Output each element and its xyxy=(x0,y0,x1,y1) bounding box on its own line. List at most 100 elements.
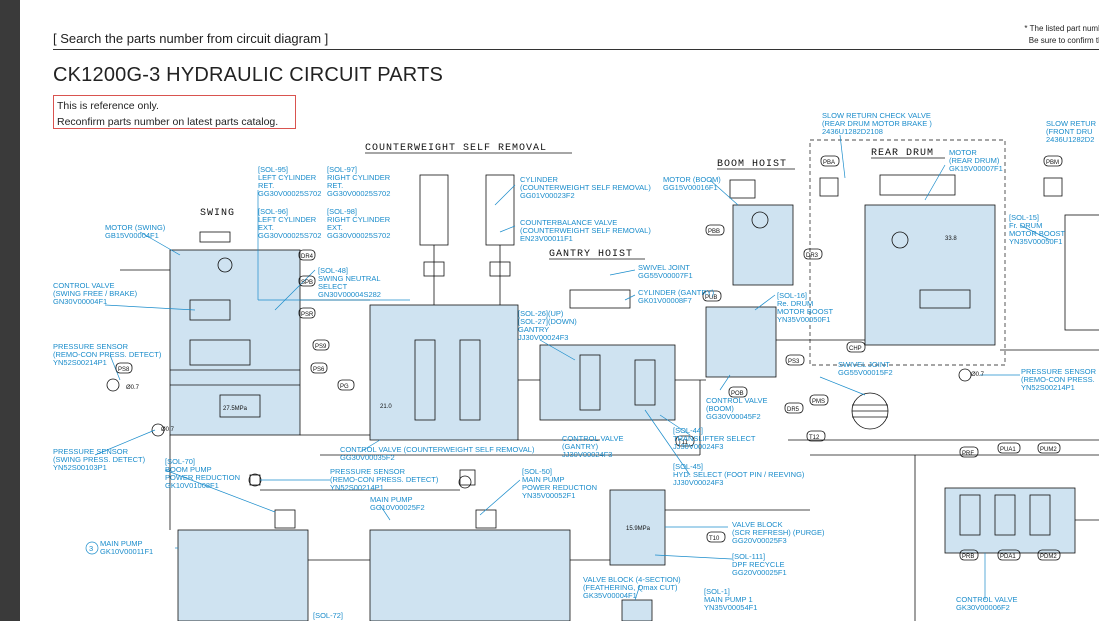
svg-text:PRESSURE SENSOR(REMO-CON PRESS: PRESSURE SENSOR(REMO-CON PRESS.YN52S0021… xyxy=(1021,367,1097,392)
rear-drum-block xyxy=(864,204,996,346)
svg-text:PDM2: PDM2 xyxy=(1040,554,1057,560)
svg-text:SLOW RETURN CHECK VALVE(REAR D: SLOW RETURN CHECK VALVE(REAR DRUM MOTOR … xyxy=(822,111,932,136)
svg-text:33.8: 33.8 xyxy=(945,236,957,242)
section-gantry-hoist: GANTRY HOIST xyxy=(549,249,633,260)
right-cylinder xyxy=(485,174,515,246)
svg-text:PUM2: PUM2 xyxy=(1040,447,1057,453)
svg-text:27.5MPa: 27.5MPa xyxy=(223,406,248,412)
svg-text:[SOL-72]: [SOL-72] xyxy=(313,611,343,620)
svg-text:DR5: DR5 xyxy=(787,407,800,413)
boom-control-block xyxy=(705,306,777,378)
callout-labels: MOTOR (SWING)GB15V00004F1 CONTROL VALVE(… xyxy=(53,111,1097,620)
gantry-control-block xyxy=(539,344,676,421)
svg-text:MOTOR (SWING)GB15V00004F1: MOTOR (SWING)GB15V00004F1 xyxy=(105,223,166,240)
svg-text:T12: T12 xyxy=(809,435,820,441)
svg-text:15.9MPa: 15.9MPa xyxy=(626,526,651,532)
svg-text:21.0: 21.0 xyxy=(380,404,392,410)
svg-text:T11: T11 xyxy=(678,440,689,446)
svg-text:PS6: PS6 xyxy=(313,367,325,373)
header-divider xyxy=(53,49,1099,50)
hydraulic-circuit-diagram: SWING COUNTERWEIGHT SELF REMOVAL BOOM HO… xyxy=(53,111,1099,621)
svg-text:DR3: DR3 xyxy=(806,253,819,259)
svg-text:MOTOR(REAR DRUM)GK15V00007F1: MOTOR(REAR DRUM)GK15V00007F1 xyxy=(949,148,1003,173)
svg-text:POB: POB xyxy=(731,391,744,397)
diagram-page: [ Search the parts number from circuit d… xyxy=(20,0,1099,621)
svg-text:SPB: SPB xyxy=(301,280,313,286)
port-tags: DR4 SPB PSR PS9 PS6 PS8 PG PBB PUB POB D… xyxy=(115,155,1063,561)
svg-text:PS9: PS9 xyxy=(315,344,327,350)
right-control-valve-block xyxy=(944,487,1076,554)
svg-text:[SOL-45]HYD. SELECT (FOOT PIN: [SOL-45]HYD. SELECT (FOOT PIN / REEVING)… xyxy=(673,462,805,487)
svg-text:PRESSURE SENSOR(REMO-CON PRESS: PRESSURE SENSOR(REMO-CON PRESS. DETECT)Y… xyxy=(53,342,162,367)
svg-text:3: 3 xyxy=(89,544,93,553)
section-swing: SWING xyxy=(200,208,235,219)
svg-text:PMS: PMS xyxy=(812,399,825,405)
svg-text:[SOL-26](UP)[SOL-27](DOWN)GANT: [SOL-26](UP)[SOL-27](DOWN)GANTRYJJ30V000… xyxy=(518,309,577,342)
counterweight-control-block xyxy=(369,304,519,441)
svg-text:Ø0.7: Ø0.7 xyxy=(971,372,985,378)
gantry-cylinder xyxy=(569,289,631,309)
svg-text:PBM: PBM xyxy=(1046,160,1059,166)
svg-text:PRESSURE SENSOR(REMO-CON PRESS: PRESSURE SENSOR(REMO-CON PRESS. DETECT)Y… xyxy=(330,467,439,492)
page-title: CK1200G-3 HYDRAULIC CIRCUIT PARTS xyxy=(53,64,444,86)
svg-text:PDA1: PDA1 xyxy=(1000,554,1016,560)
left-cylinder xyxy=(419,174,449,246)
svg-text:VALVE BLOCK (4-SECTION)(FEATHE: VALVE BLOCK (4-SECTION)(FEATHERING, Qmax… xyxy=(583,575,681,600)
svg-text:PRF: PRF xyxy=(962,451,974,457)
svg-text:PS3: PS3 xyxy=(788,359,800,365)
section-counterweight: COUNTERWEIGHT SELF REMOVAL xyxy=(365,143,547,154)
svg-text:PRB: PRB xyxy=(962,554,974,560)
svg-text:T10: T10 xyxy=(709,536,720,542)
svg-text:MOTOR (BOOM)GG15V00016F1: MOTOR (BOOM)GG15V00016F1 xyxy=(663,175,721,192)
svg-text:PUB: PUB xyxy=(705,295,717,301)
svg-text:CONTROL VALVE (COUNTERWEIGHT S: CONTROL VALVE (COUNTERWEIGHT SELF REMOVA… xyxy=(340,445,535,462)
svg-text:CYLINDER(COUNTERWEIGHT SELF RE: CYLINDER(COUNTERWEIGHT SELF REMOVAL)GG01… xyxy=(520,175,651,200)
svg-text:VALVE BLOCK(SCR REFRESH) (PURG: VALVE BLOCK(SCR REFRESH) (PURGE)GG20V000… xyxy=(732,520,825,545)
reference-line-2: Reconfirm parts number on latest parts c… xyxy=(57,116,279,128)
svg-text:DR4: DR4 xyxy=(301,254,314,260)
valve-block-scr xyxy=(609,489,666,566)
svg-text:Ø0.7: Ø0.7 xyxy=(126,385,140,391)
svg-text:PBA: PBA xyxy=(823,160,835,166)
svg-text:CONTROL VALVE(SWING FREE / BRA: CONTROL VALVE(SWING FREE / BRAKE)GN30V00… xyxy=(53,281,138,306)
svg-text:PG: PG xyxy=(340,384,349,390)
svg-text:PBB: PBB xyxy=(708,229,720,235)
svg-text:CHP: CHP xyxy=(849,346,862,352)
svg-text:PSR: PSR xyxy=(301,312,314,318)
boom-motor-block xyxy=(732,204,794,286)
section-boom-hoist: BOOM HOIST xyxy=(717,159,787,170)
svg-text:CONTROL VALVE(GANTRY)JJ30V0002: CONTROL VALVE(GANTRY)JJ30V00024F3 xyxy=(562,434,624,459)
note-line-1: * The listed part numbe xyxy=(1024,24,1099,33)
svg-text:PS8: PS8 xyxy=(118,367,130,373)
svg-text:PRESSURE SENSOR(SWING PRESS. D: PRESSURE SENSOR(SWING PRESS. DETECT)YN52… xyxy=(53,447,146,472)
svg-text:CONTROL VALVE(BOOM)GG30V00045F: CONTROL VALVE(BOOM)GG30V00045F2 xyxy=(706,396,768,421)
svg-text:PUA1: PUA1 xyxy=(1000,447,1016,453)
section-rear-drum: REAR DRUM xyxy=(871,148,934,159)
swing-hoist-pump-block xyxy=(177,529,309,621)
svg-text:COUNTERBALANCE VALVE(COUNTERWE: COUNTERBALANCE VALVE(COUNTERWEIGHT SELF … xyxy=(520,218,651,243)
swing-control-block xyxy=(169,249,301,436)
svg-text:Ø0.7: Ø0.7 xyxy=(161,427,175,433)
search-parts-header[interactable]: [ Search the parts number from circuit d… xyxy=(53,31,329,46)
reference-line-1: This is reference only. xyxy=(57,100,159,112)
svg-text:CYLINDER (GANTRY)GK01V00008F7: CYLINDER (GANTRY)GK01V00008F7 xyxy=(638,288,715,305)
note-line-2: Be sure to confirm the xyxy=(1028,36,1099,45)
